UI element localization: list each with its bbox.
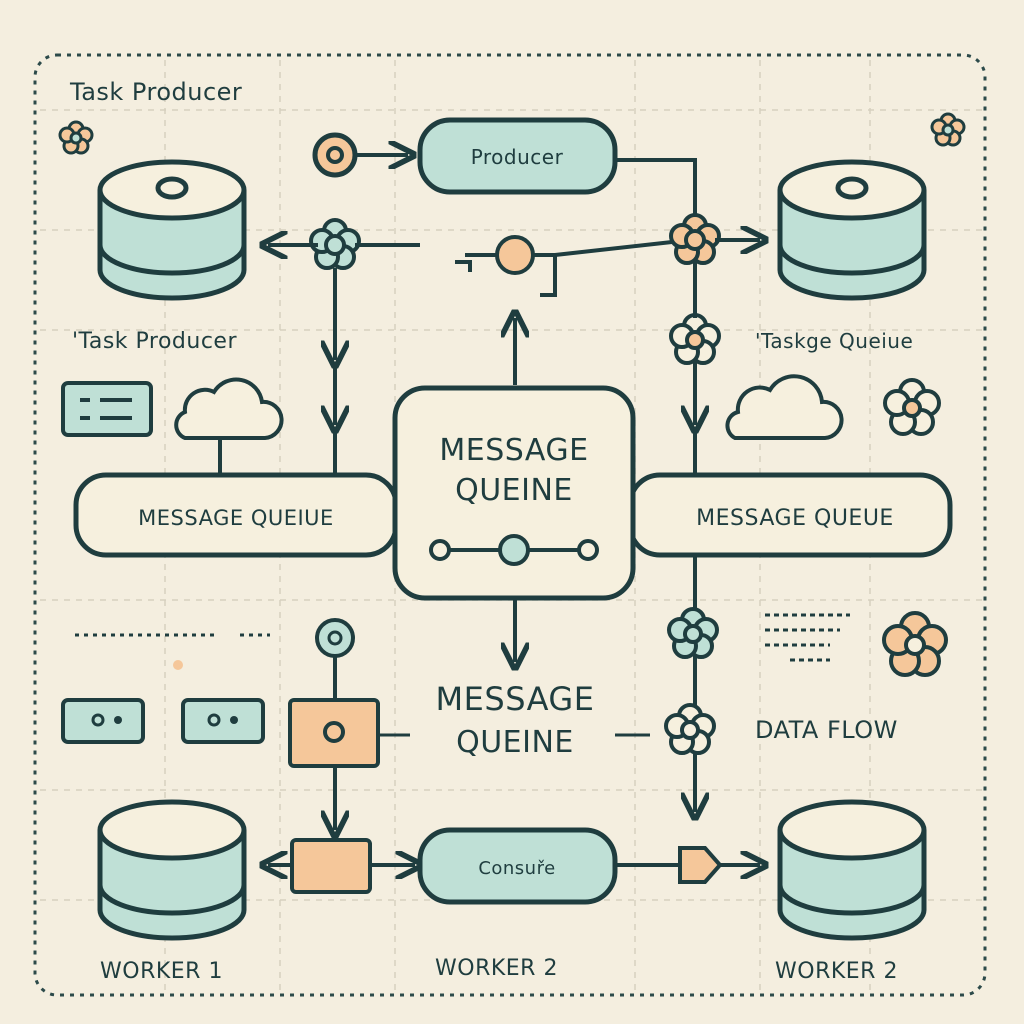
flow-node — [495, 235, 535, 275]
server-rack-icon — [61, 698, 145, 744]
worker-center-label: WORKER 2 — [435, 956, 558, 981]
right-queue-bar-label: MESSAGE QUEUE — [696, 506, 894, 531]
producer-pill — [417, 117, 618, 195]
flow-connector — [615, 158, 697, 215]
lower-queue-line2: QUEINE — [456, 725, 574, 760]
database-icon — [777, 799, 927, 941]
server-rack-icon — [181, 698, 265, 744]
flower-icon — [883, 378, 941, 436]
producer-pill-label: Producer — [471, 145, 564, 169]
center-queue-line2: QUEINE — [455, 473, 573, 508]
consumer-box — [288, 698, 380, 768]
database-icon — [97, 799, 247, 941]
status-dot — [173, 660, 183, 670]
diagram-title: Task Producer — [69, 78, 242, 106]
flower-icon — [667, 607, 719, 659]
task-producer-label: 'Task Producer — [72, 329, 237, 354]
worker-right-label: WORKER 2 — [775, 959, 898, 984]
flower-icon — [669, 213, 721, 265]
flower-icon — [882, 611, 948, 677]
center-queue-box — [392, 385, 636, 601]
left-queue-bar-label: MESSAGE QUEIUE — [138, 506, 334, 530]
flow-node — [315, 618, 355, 658]
outer-dashed-border — [33, 53, 987, 997]
consumer-pill-label: Consuře — [478, 858, 555, 879]
center-queue-line1: MESSAGE — [439, 433, 588, 468]
task-queue-label: 'Taskge Queiue — [755, 329, 913, 353]
flower-icon — [669, 313, 721, 365]
consumer-input-box — [290, 838, 372, 894]
cloud-icon — [174, 377, 284, 475]
lower-queue-line1: MESSAGE — [436, 680, 595, 718]
flow-node — [312, 132, 358, 178]
flow-connector — [455, 253, 557, 297]
cloud-icon — [725, 374, 844, 440]
flower-icon — [58, 120, 94, 155]
server-rack-icon — [61, 381, 153, 437]
flower-icon — [930, 112, 966, 147]
dashed-lines-icon — [765, 613, 850, 662]
flow-arrow-head — [678, 846, 723, 884]
data-flow-label: DATA FLOW — [755, 716, 898, 744]
flower-icon — [309, 218, 361, 270]
flower-icon — [664, 703, 716, 755]
database-icon — [97, 159, 247, 301]
worker-left-label: WORKER 1 — [100, 959, 223, 984]
queue-chain-icon — [429, 534, 599, 566]
database-icon — [777, 159, 927, 301]
